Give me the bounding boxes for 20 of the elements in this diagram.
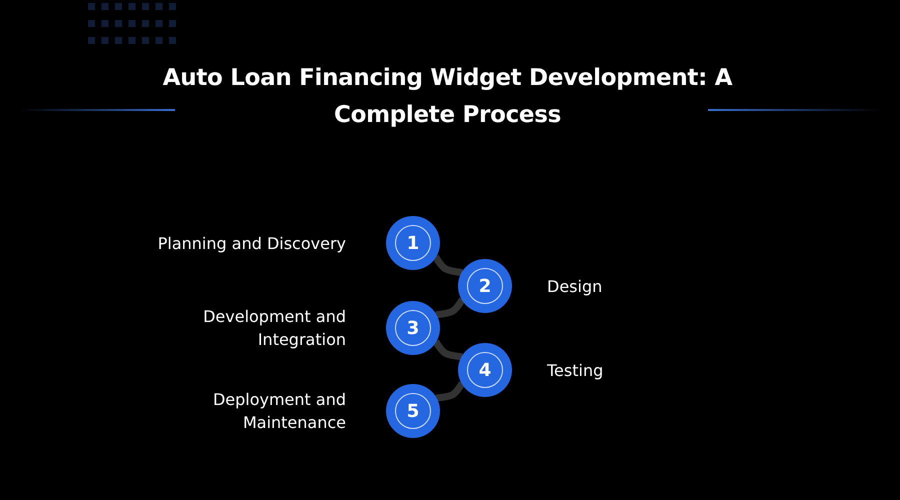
step-number: 1	[406, 232, 420, 254]
step-label: Development and Integration	[202, 306, 346, 351]
step-label: Deployment and Maintenance	[212, 389, 346, 434]
step-circle	[386, 301, 440, 355]
connector	[435, 381, 466, 402]
connector	[435, 297, 466, 318]
step-number: 4	[478, 360, 492, 380]
step-circle	[386, 384, 440, 438]
step-number: 5	[406, 400, 420, 422]
step-number: 3	[406, 318, 420, 338]
step-circle	[458, 343, 512, 397]
step-circle	[386, 216, 440, 270]
step-label: Testing	[547, 360, 604, 382]
step-number: 2	[478, 276, 492, 296]
step-label: Design	[547, 276, 604, 298]
connector	[432, 254, 463, 276]
step-circle	[458, 259, 512, 313]
title: Auto Loan Financing Widget Development: A Complete Process	[162, 64, 734, 130]
connector	[432, 339, 463, 360]
step-label: Planning and Discovery	[156, 232, 346, 254]
